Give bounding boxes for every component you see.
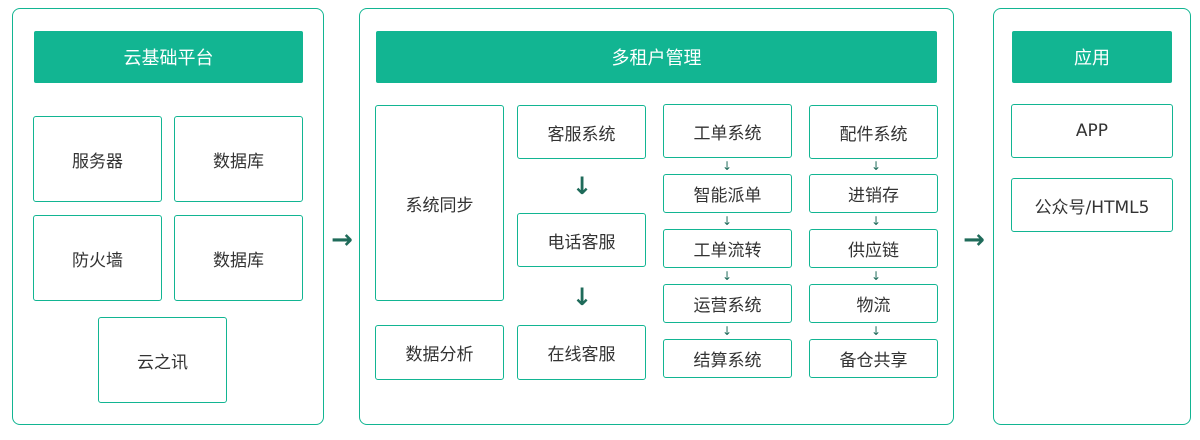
server-box: 服务器	[33, 116, 162, 202]
operation-system-box: 运营系统	[663, 284, 792, 323]
arrow-down-icon: ↓	[870, 269, 882, 283]
parts-system-box: 配件系统	[809, 105, 938, 159]
smart-dispatch-box: 智能派单	[663, 174, 792, 213]
arrow-down-icon: ↓	[870, 214, 882, 228]
arrow-down-icon: ↓	[721, 159, 733, 173]
arrow-down-icon: ↓	[571, 172, 593, 200]
arrow-right-icon: →	[963, 225, 985, 255]
arrow-down-icon: ↓	[870, 159, 882, 173]
cloud-platform-header: 云基础平台	[34, 31, 303, 83]
phone-service-box: 电话客服	[517, 213, 646, 267]
settlement-system-box: 结算系统	[663, 339, 792, 378]
arrow-down-icon: ↓	[870, 324, 882, 338]
ticket-flow-box: 工单流转	[663, 229, 792, 268]
app-box: APP	[1011, 104, 1173, 158]
arrow-down-icon: ↓	[721, 324, 733, 338]
tenant-header: 多租户管理	[376, 31, 937, 83]
app-header: 应用	[1012, 31, 1172, 83]
arrow-down-icon: ↓	[721, 269, 733, 283]
arrow-right-icon: →	[331, 225, 353, 255]
yunzhixun-box: 云之讯	[98, 317, 227, 403]
arrow-down-icon: ↓	[721, 214, 733, 228]
data-analysis-box: 数据分析	[375, 325, 504, 380]
system-sync-box: 系统同步	[375, 105, 504, 301]
logistics-box: 物流	[809, 284, 938, 323]
database-box-2: 数据库	[174, 215, 303, 301]
firewall-box: 防火墙	[33, 215, 162, 301]
warehouse-sharing-box: 备仓共享	[809, 339, 938, 378]
arrow-down-icon: ↓	[571, 283, 593, 311]
customer-service-box: 客服系统	[517, 105, 646, 159]
database-box: 数据库	[174, 116, 303, 202]
wechat-html5-box: 公众号/HTML5	[1011, 178, 1173, 232]
online-service-box: 在线客服	[517, 325, 646, 380]
ticket-system-box: 工单系统	[663, 104, 792, 158]
inventory-box: 进销存	[809, 174, 938, 213]
supply-chain-box: 供应链	[809, 229, 938, 268]
